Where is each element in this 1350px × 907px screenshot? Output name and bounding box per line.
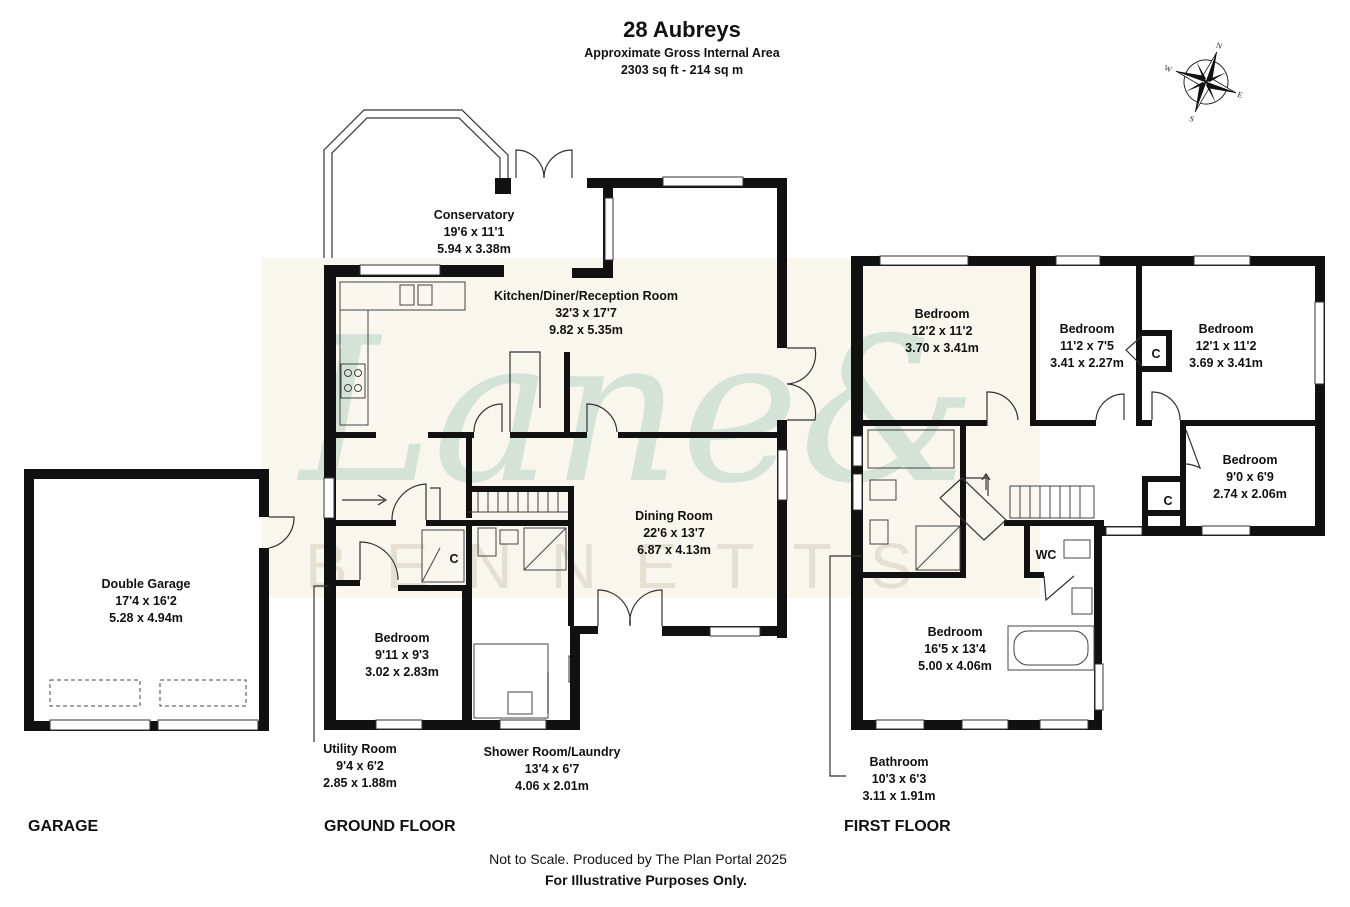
svg-text:12'1 x 11'2: 12'1 x 11'2	[1196, 339, 1257, 353]
svg-text:5.94 x 3.38m: 5.94 x 3.38m	[437, 242, 511, 256]
bedroom-2-label: Bedroom 11'2 x 7'5 3.41 x 2.27m	[1050, 322, 1124, 370]
compass-w: W	[1163, 63, 1174, 74]
svg-text:2.85 x 1.88m: 2.85 x 1.88m	[323, 776, 397, 790]
bedroom-3-label: Bedroom 12'1 x 11'2 3.69 x 3.41m	[1189, 322, 1263, 370]
footer-line-1: Not to Scale. Produced by The Plan Porta…	[489, 851, 787, 867]
svg-text:19'6 x 11'1: 19'6 x 11'1	[444, 225, 505, 239]
svg-text:3.70 x 3.41m: 3.70 x 3.41m	[905, 341, 979, 355]
svg-text:11'2 x 7'5: 11'2 x 7'5	[1060, 339, 1114, 353]
utility-room-label: Utility Room 9'4 x 6'2 2.85 x 1.88m	[323, 742, 397, 790]
ground-bedroom-label: Bedroom 9'11 x 9'3 3.02 x 2.83m	[365, 631, 439, 679]
dining-room-label: Dining Room 22'6 x 13'7 6.87 x 4.13m	[635, 509, 713, 557]
ground-floor-plan: C	[313, 109, 817, 742]
garage-label: Double Garage 17'4 x 16'2 5.28 x 4.94m	[102, 577, 191, 625]
wc-label: WC	[1036, 548, 1057, 562]
conservatory-label: Conservatory 19'6 x 11'1 5.94 x 3.38m	[434, 208, 515, 256]
svg-text:Bedroom: Bedroom	[1060, 322, 1115, 336]
svg-text:3.69 x 3.41m: 3.69 x 3.41m	[1189, 356, 1263, 370]
watermark: Lane& BENNETTS	[262, 258, 1040, 602]
bed3-cupboard-label: C	[1151, 347, 1160, 361]
svg-text:3.41 x 2.27m: 3.41 x 2.27m	[1050, 356, 1124, 370]
ground-cupboard-label: C	[449, 552, 458, 566]
svg-text:3.02 x 2.83m: 3.02 x 2.83m	[365, 665, 439, 679]
svg-text:Conservatory: Conservatory	[434, 208, 515, 222]
svg-text:10'3 x 6'3: 10'3 x 6'3	[872, 772, 927, 786]
compass-s: S	[1188, 114, 1195, 124]
svg-text:9'4 x 6'2: 9'4 x 6'2	[336, 759, 384, 773]
garage-plan	[24, 469, 295, 731]
bathroom-label: Bathroom 10'3 x 6'3 3.11 x 1.91m	[863, 755, 936, 803]
svg-text:Bedroom: Bedroom	[928, 625, 983, 639]
svg-text:Bedroom: Bedroom	[1199, 322, 1254, 336]
compass-n: N	[1215, 41, 1224, 52]
floor-title-garage: GARAGE	[28, 818, 99, 835]
compass-rose-icon: N E S W	[1163, 41, 1244, 124]
svg-text:Bedroom: Bedroom	[1223, 453, 1278, 467]
floor-titles: GARAGE GROUND FLOOR FIRST FLOOR	[28, 818, 951, 835]
watermark-script: Lane&	[296, 295, 977, 528]
room-labels: Conservatory 19'6 x 11'1 5.94 x 3.38m Ki…	[102, 208, 1287, 803]
svg-text:32'3 x 17'7: 32'3 x 17'7	[555, 306, 617, 320]
svg-text:6.87 x 4.13m: 6.87 x 4.13m	[637, 543, 711, 557]
svg-text:Kitchen/Diner/Reception Room: Kitchen/Diner/Reception Room	[494, 289, 678, 303]
svg-text:Double Garage: Double Garage	[102, 577, 191, 591]
plan-title: 28 Aubreys	[623, 17, 741, 42]
svg-text:9.82 x 5.35m: 9.82 x 5.35m	[549, 323, 623, 337]
svg-text:2.74 x 2.06m: 2.74 x 2.06m	[1213, 487, 1287, 501]
shower-room-label: Shower Room/Laundry 13'4 x 6'7 4.06 x 2.…	[484, 745, 621, 793]
svg-text:Bedroom: Bedroom	[375, 631, 430, 645]
svg-text:4.06 x 2.01m: 4.06 x 2.01m	[515, 779, 589, 793]
svg-text:Dining Room: Dining Room	[635, 509, 713, 523]
svg-text:5.28 x 4.94m: 5.28 x 4.94m	[109, 611, 183, 625]
svg-text:9'0 x 6'9: 9'0 x 6'9	[1226, 470, 1274, 484]
floor-title-ground: GROUND FLOOR	[324, 818, 456, 835]
footer: Not to Scale. Produced by The Plan Porta…	[489, 851, 787, 888]
svg-text:5.00 x 4.06m: 5.00 x 4.06m	[918, 659, 992, 673]
plan-area: 2303 sq ft - 214 sq m	[621, 63, 743, 77]
svg-text:Bedroom: Bedroom	[915, 307, 970, 321]
svg-text:Shower Room/Laundry: Shower Room/Laundry	[484, 745, 621, 759]
compass-e: E	[1236, 90, 1244, 100]
svg-text:12'2 x 11'2: 12'2 x 11'2	[912, 324, 973, 338]
bedroom-1-label: Bedroom 12'2 x 11'2 3.70 x 3.41m	[905, 307, 979, 355]
svg-text:17'4 x 16'2: 17'4 x 16'2	[115, 594, 177, 608]
plan-subtitle: Approximate Gross Internal Area	[584, 46, 780, 60]
svg-text:13'4 x 6'7: 13'4 x 6'7	[525, 762, 580, 776]
svg-text:Bathroom: Bathroom	[869, 755, 928, 769]
footer-line-2: For Illustrative Purposes Only.	[545, 872, 747, 888]
svg-text:Utility Room: Utility Room	[323, 742, 397, 756]
floor-title-first: FIRST FLOOR	[844, 818, 951, 835]
svg-text:9'11 x 9'3: 9'11 x 9'3	[375, 648, 429, 662]
svg-text:3.11 x 1.91m: 3.11 x 1.91m	[863, 789, 936, 803]
header: 28 Aubreys Approximate Gross Internal Ar…	[584, 17, 780, 77]
svg-text:16'5 x 13'4: 16'5 x 13'4	[924, 642, 986, 656]
bed4-cupboard-label: C	[1163, 494, 1172, 508]
svg-text:22'6 x 13'7: 22'6 x 13'7	[643, 526, 705, 540]
master-bedroom-label: Bedroom 16'5 x 13'4 5.00 x 4.06m	[918, 625, 992, 673]
bedroom-4-label: Bedroom 9'0 x 6'9 2.74 x 2.06m	[1213, 453, 1287, 501]
first-floor-plan: C C	[829, 255, 1325, 777]
kitchen-label: Kitchen/Diner/Reception Room 32'3 x 17'7…	[494, 289, 678, 337]
